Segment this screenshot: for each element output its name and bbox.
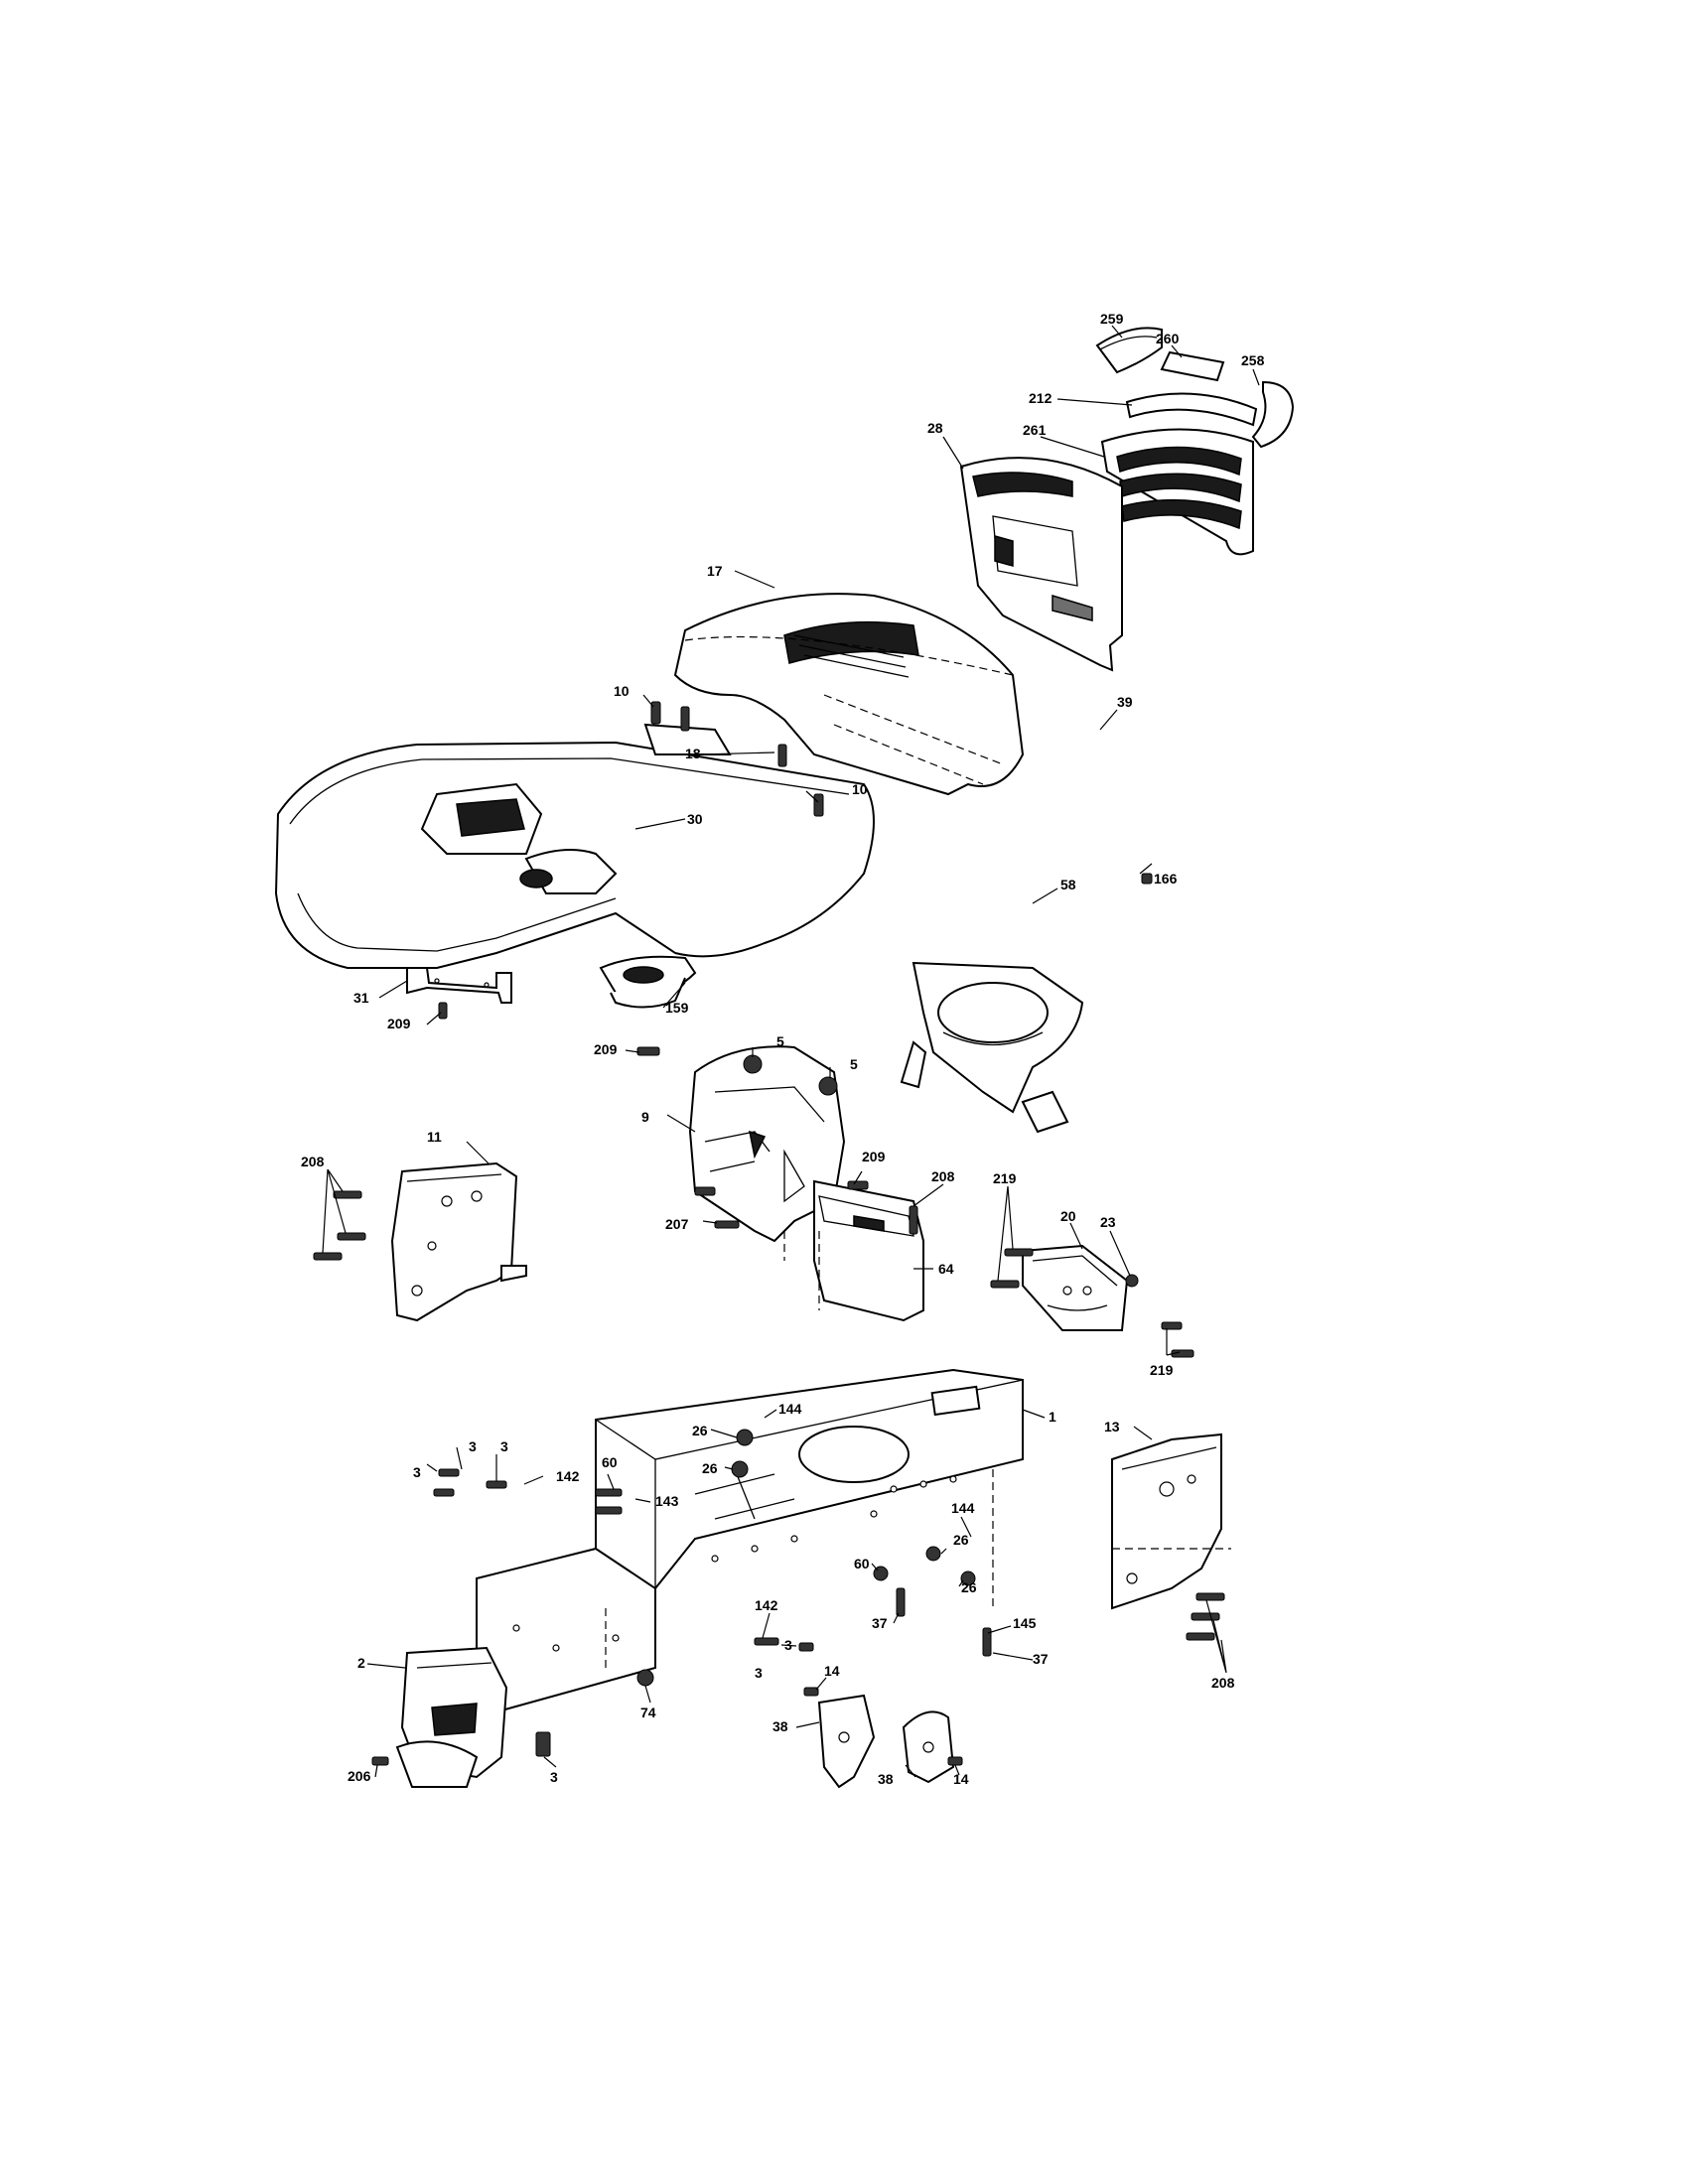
front-bracket — [395, 1646, 508, 1788]
leader-lines — [322, 325, 1260, 1778]
callout-143: 143 — [655, 1493, 679, 1509]
callout-11: 11 — [427, 1129, 442, 1145]
callout-209-left: 209 — [387, 1016, 411, 1031]
callout-2: 2 — [357, 1655, 365, 1671]
callout-208-left: 208 — [301, 1154, 325, 1169]
callout-3-b: 3 — [500, 1438, 508, 1454]
callout-13: 13 — [1104, 1419, 1120, 1434]
callout-207: 207 — [665, 1216, 689, 1232]
callout-3-c: 3 — [413, 1464, 421, 1480]
callout-17: 17 — [707, 563, 723, 579]
callout-31: 31 — [353, 990, 369, 1006]
callout-60-top: 60 — [602, 1454, 618, 1470]
grille-housing — [959, 457, 1123, 672]
lower-support-bracket-left — [817, 1694, 876, 1789]
callout-3-d: 3 — [784, 1637, 792, 1653]
callout-26-b: 26 — [702, 1460, 718, 1476]
callout-26-d: 26 — [961, 1579, 977, 1595]
callout-209-right: 209 — [862, 1149, 886, 1164]
callout-64: 64 — [938, 1261, 954, 1277]
callout-18: 18 — [685, 746, 701, 761]
callout-144-bottom: 144 — [951, 1500, 975, 1516]
callout-labels: 259 260 258 212 261 28 17 10 18 10 30 39… — [301, 311, 1265, 1787]
chassis-frame — [476, 1368, 1024, 1719]
callout-9: 9 — [641, 1109, 649, 1125]
fuel-tank-shroud — [900, 961, 1084, 1134]
seat-bracket — [406, 967, 512, 1004]
dash-tower — [688, 1045, 846, 1261]
callout-3-a: 3 — [469, 1438, 477, 1454]
hood — [673, 593, 1025, 796]
callout-23: 23 — [1100, 1214, 1116, 1230]
callout-60-bottom: 60 — [854, 1556, 870, 1571]
left-side-bracket — [390, 1161, 527, 1322]
callout-260: 260 — [1156, 331, 1180, 346]
grille-emblem-assembly — [1095, 327, 1295, 449]
callout-39: 39 — [1117, 694, 1133, 710]
callout-38-left: 38 — [772, 1718, 788, 1734]
callout-74: 74 — [640, 1705, 656, 1720]
callout-208-mid: 208 — [931, 1168, 955, 1184]
callout-219-bottom: 219 — [1150, 1362, 1174, 1378]
lower-support-bracket-right — [902, 1710, 955, 1784]
callout-1: 1 — [1049, 1409, 1056, 1425]
callout-37-right: 37 — [1033, 1651, 1049, 1667]
pedestal — [599, 955, 697, 1009]
callout-10-right: 10 — [852, 781, 868, 797]
callout-142-bottom: 142 — [755, 1597, 778, 1613]
callout-208-right: 208 — [1211, 1675, 1235, 1691]
fender — [274, 723, 875, 969]
right-side-bracket — [1111, 1433, 1231, 1610]
callout-144-top: 144 — [778, 1401, 802, 1417]
axle-mount — [1022, 1244, 1129, 1331]
callout-26-c: 26 — [953, 1532, 969, 1548]
callout-206: 206 — [348, 1768, 371, 1784]
callout-58: 58 — [1060, 877, 1076, 892]
callout-5-top: 5 — [776, 1033, 784, 1049]
callout-38-right: 38 — [878, 1771, 894, 1787]
callout-142-top: 142 — [556, 1468, 580, 1484]
callout-145: 145 — [1013, 1615, 1037, 1631]
callout-209-mid: 209 — [594, 1041, 618, 1057]
callout-30: 30 — [687, 811, 703, 827]
callout-212: 212 — [1029, 390, 1052, 406]
callout-14-top: 14 — [824, 1663, 840, 1679]
callout-20: 20 — [1060, 1208, 1076, 1224]
callout-26-a: 26 — [692, 1423, 708, 1438]
grille-insert — [1100, 428, 1254, 556]
callout-5-right: 5 — [850, 1056, 858, 1072]
callout-3-f: 3 — [550, 1769, 558, 1785]
callout-219-top: 219 — [993, 1170, 1017, 1186]
fasteners — [313, 701, 1225, 1766]
battery-box — [813, 1179, 924, 1322]
callout-3-e: 3 — [755, 1665, 763, 1681]
callout-166: 166 — [1154, 871, 1178, 887]
callout-261: 261 — [1023, 422, 1047, 438]
callout-14-bottom: 14 — [953, 1771, 969, 1787]
callout-10-top: 10 — [614, 683, 630, 699]
callout-37-left: 37 — [872, 1615, 888, 1631]
callout-28: 28 — [927, 420, 943, 436]
callout-259: 259 — [1100, 311, 1124, 327]
callout-258: 258 — [1241, 352, 1265, 368]
callout-159: 159 — [665, 1000, 689, 1016]
